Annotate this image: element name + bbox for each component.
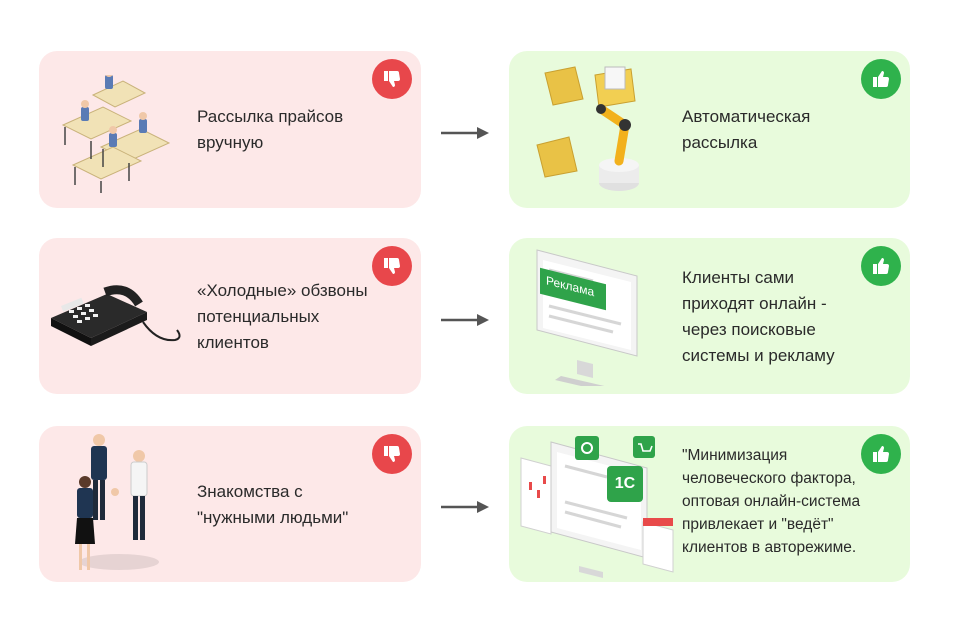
thumbs-up-icon [873, 258, 889, 274]
connections-card: Знакомства с "нужными людьми" [39, 426, 421, 582]
online-clients-text: Клиенты сами приходят онлайн - через пои… [682, 268, 835, 365]
cold-calls-text: «Холодные» обзвоны потенциальных клиенто… [197, 281, 368, 352]
thumbs-down-badge [372, 246, 412, 286]
manual-mailing-card: Рассылка прайсов вручную [39, 51, 421, 208]
robot-arm-mail-illustration [536, 66, 639, 191]
online-system-illustration [520, 436, 674, 578]
arrow-3 [441, 501, 489, 513]
arrow-1 [441, 127, 489, 139]
thumbs-up-icon [873, 71, 889, 87]
auto-mailing-text: Автоматическая рассылка [682, 107, 811, 152]
monitor-ad-illustration [536, 249, 638, 386]
thumbs-up-badge [861, 434, 901, 474]
manual-mailing-text: Рассылка прайсов вручную [197, 107, 344, 152]
thumbs-down-icon [384, 258, 400, 274]
thumbs-up-icon [873, 446, 889, 462]
desk-phone-illustration [51, 285, 181, 346]
thumbs-up-badge [861, 246, 901, 286]
arrow-2 [441, 314, 489, 326]
cold-calls-card: «Холодные» обзвоны потенциальных клиенто… [39, 238, 421, 394]
thumbs-down-badge [372, 59, 412, 99]
office-workers-illustration [61, 75, 171, 193]
auto-mailing-card: Автоматическая рассылка [509, 51, 910, 208]
online-system-card: 1C "Минимизация человеческого фактора, о… [509, 426, 910, 582]
handshake-people-illustration [75, 434, 159, 570]
thumbs-up-badge [861, 59, 901, 99]
logo-1c: 1C [607, 466, 643, 502]
online-clients-card: Реклама Клиенты сами приходят онлайн - ч… [509, 238, 910, 394]
thumbs-down-icon [384, 71, 400, 87]
connections-text: Знакомства с "нужными людьми" [197, 482, 349, 527]
thumbs-down-badge [372, 434, 412, 474]
online-system-text: "Минимизация человеческого фактора, опто… [682, 447, 861, 556]
thumbs-down-icon [384, 446, 400, 462]
